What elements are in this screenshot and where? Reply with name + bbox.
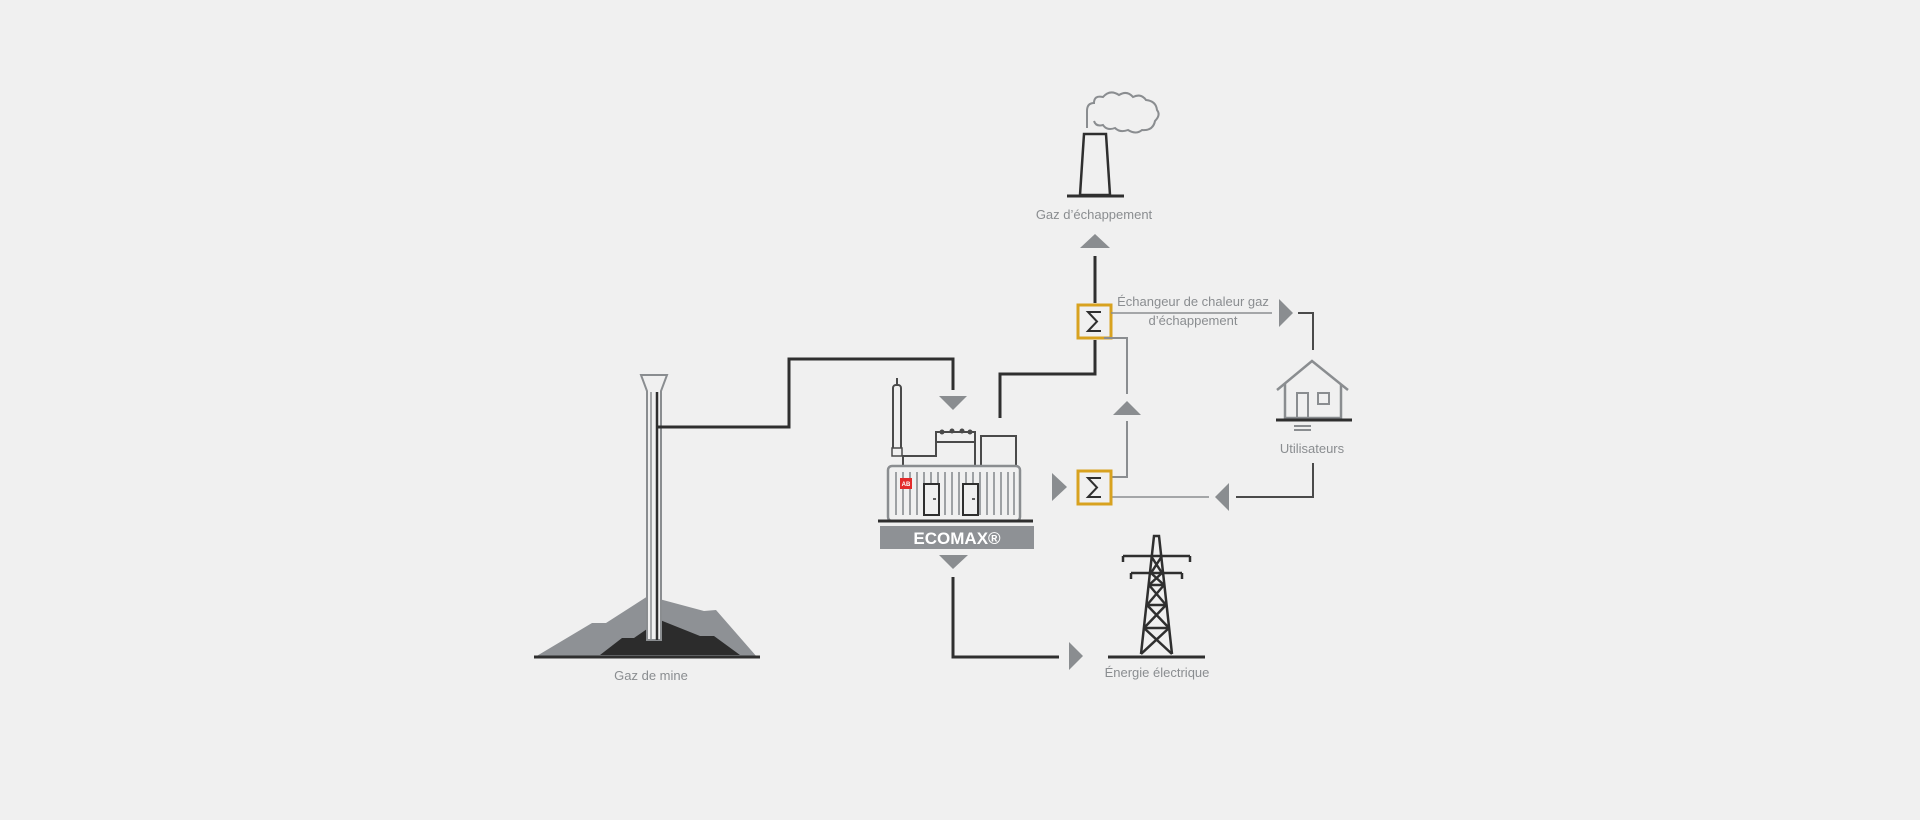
flow-arrow-icon [1069,642,1083,670]
flow-arrow-icon [1215,483,1229,511]
flow-arrow-icon [939,555,968,569]
exchanger-label-line2: d’échappement [1149,313,1238,328]
heat-return-line [1236,463,1314,498]
heat-supply-to-users [1298,312,1314,350]
exchanger-label-line1: Échangeur de chaleur gaz [1117,294,1269,309]
exchanger-link-lower [1110,421,1128,478]
flow-arrow-icon [1113,401,1141,415]
mine-label: Gaz de mine [614,668,688,683]
flow-arrow-icon [939,396,967,410]
exhaust-line [998,340,1097,418]
generator-icon: AB [878,378,1034,549]
generator-logo: AB [902,482,911,488]
exhaust-label: Gaz d’échappement [1036,207,1153,222]
chimney-icon [1067,132,1124,198]
heat-exchanger-icon [1076,303,1113,340]
gas-pipe-icon [639,374,669,641]
power-label: Énergie électrique [1105,665,1210,680]
users-label: Utilisateurs [1280,441,1345,456]
flow-arrow-icon [1080,234,1110,248]
ab-logo [900,478,912,489]
gas-supply-line [657,357,955,429]
heat-exchanger-icon [1076,469,1113,506]
house-icon [1276,359,1352,431]
generator-brand: ECOMAX® [913,529,1001,548]
exchanger-link-line [1104,337,1128,394]
flow-arrow-icon [1279,299,1293,327]
power-line [951,577,1059,659]
pylon-icon [1108,534,1205,659]
smoke-cloud-icon [1086,91,1160,134]
flow-arrow-icon [1052,473,1067,501]
